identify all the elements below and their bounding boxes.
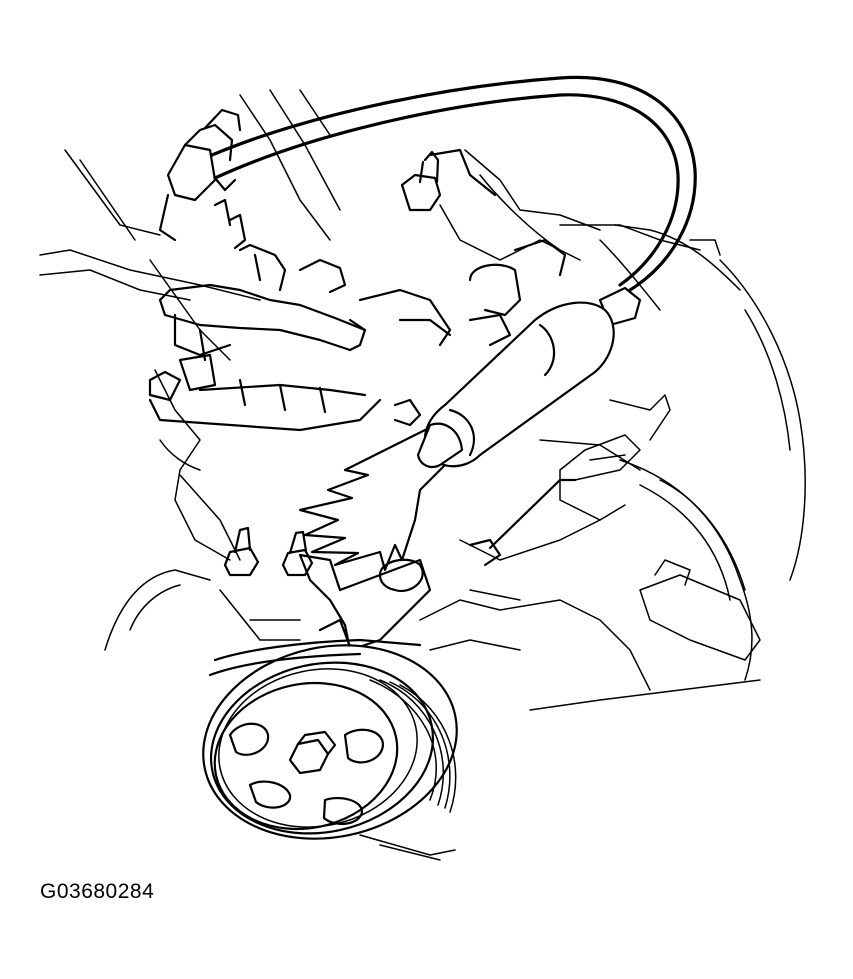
intake-manifold xyxy=(148,198,567,432)
engine-block xyxy=(39,89,806,711)
stud-bolts xyxy=(223,478,577,593)
drive-belt xyxy=(208,638,422,677)
top-bolts xyxy=(400,148,497,212)
tester-hose xyxy=(158,75,697,292)
figure-code: G03680284 xyxy=(40,880,155,903)
tester-probe xyxy=(416,286,642,469)
crankshaft-pulley xyxy=(202,644,458,861)
